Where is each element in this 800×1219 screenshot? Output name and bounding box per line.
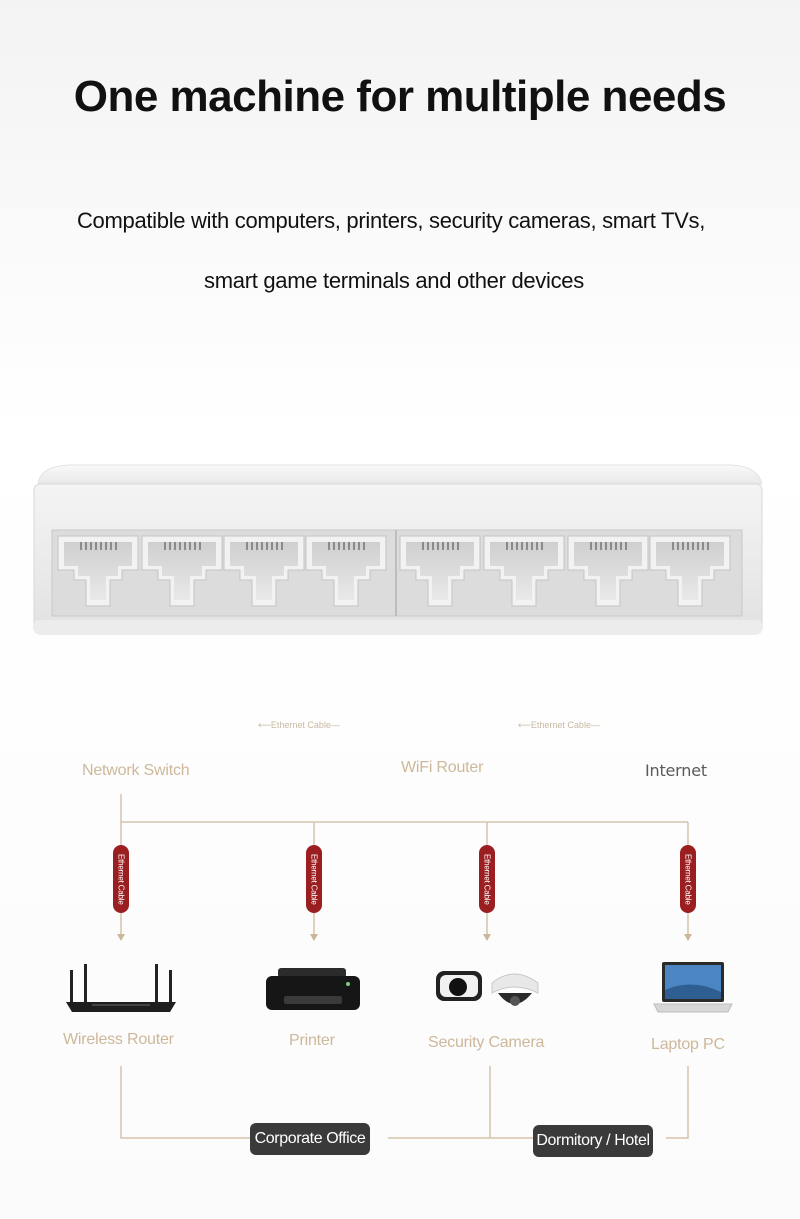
rj45-port-4: [305, 535, 387, 607]
arrow-left-icon: ⟵: [518, 720, 531, 730]
subheadline-line-2: smart game terminals and other devices: [204, 268, 584, 293]
ethernet-cable-tag: Ethernet Cable: [113, 845, 129, 913]
rj45-port-1: [57, 535, 139, 607]
device-label-security-camera: Security Camera: [428, 1034, 545, 1051]
top-cable-1: ⟵Ethernet Cable—: [258, 720, 340, 730]
device-label-printer: Printer: [289, 1032, 335, 1049]
arrow-left-icon: ⟵: [258, 720, 271, 730]
rj45-port-6: [483, 535, 565, 607]
device-label-laptop-pc: Laptop PC: [651, 1036, 725, 1053]
subheadline-line-1: Compatible with computers, printers, sec…: [76, 208, 706, 233]
security-camera-icon: [436, 971, 539, 1006]
top-cable-2: ⟵Ethernet Cable—: [518, 720, 600, 730]
headline: One machine for multiple needs: [73, 72, 727, 121]
rj45-port-8: [649, 535, 731, 607]
top-cable-label: Ethernet Cable: [270, 720, 331, 730]
ethernet-cable-tag: Ethernet Cable: [306, 845, 322, 913]
top-cable-label: Ethernet Cable: [530, 720, 591, 730]
node-network-switch: Network Switch: [82, 762, 190, 779]
ethernet-cable-tag: Ethernet Cable: [479, 845, 495, 913]
wireless-router-icon: [66, 964, 176, 1012]
ethernet-cable-tag: Ethernet Cable: [680, 845, 696, 913]
rj45-port-2: [141, 535, 223, 607]
laptop-icon: [653, 962, 733, 1013]
device-label-wireless-router: Wireless Router: [63, 1031, 174, 1048]
rj45-port-7: [567, 535, 649, 607]
printer-icon: [266, 968, 360, 1010]
rj45-port-3: [223, 535, 305, 607]
scenario-corporate-office: Corporate Office: [250, 1123, 370, 1155]
scenario-dormitory-hotel: Dormitory / Hotel: [533, 1125, 653, 1157]
network-switch-product-image: [30, 462, 770, 642]
node-internet: Internet: [645, 761, 707, 780]
rj45-port-5: [399, 535, 481, 607]
node-wifi-router: WiFi Router: [401, 759, 484, 776]
